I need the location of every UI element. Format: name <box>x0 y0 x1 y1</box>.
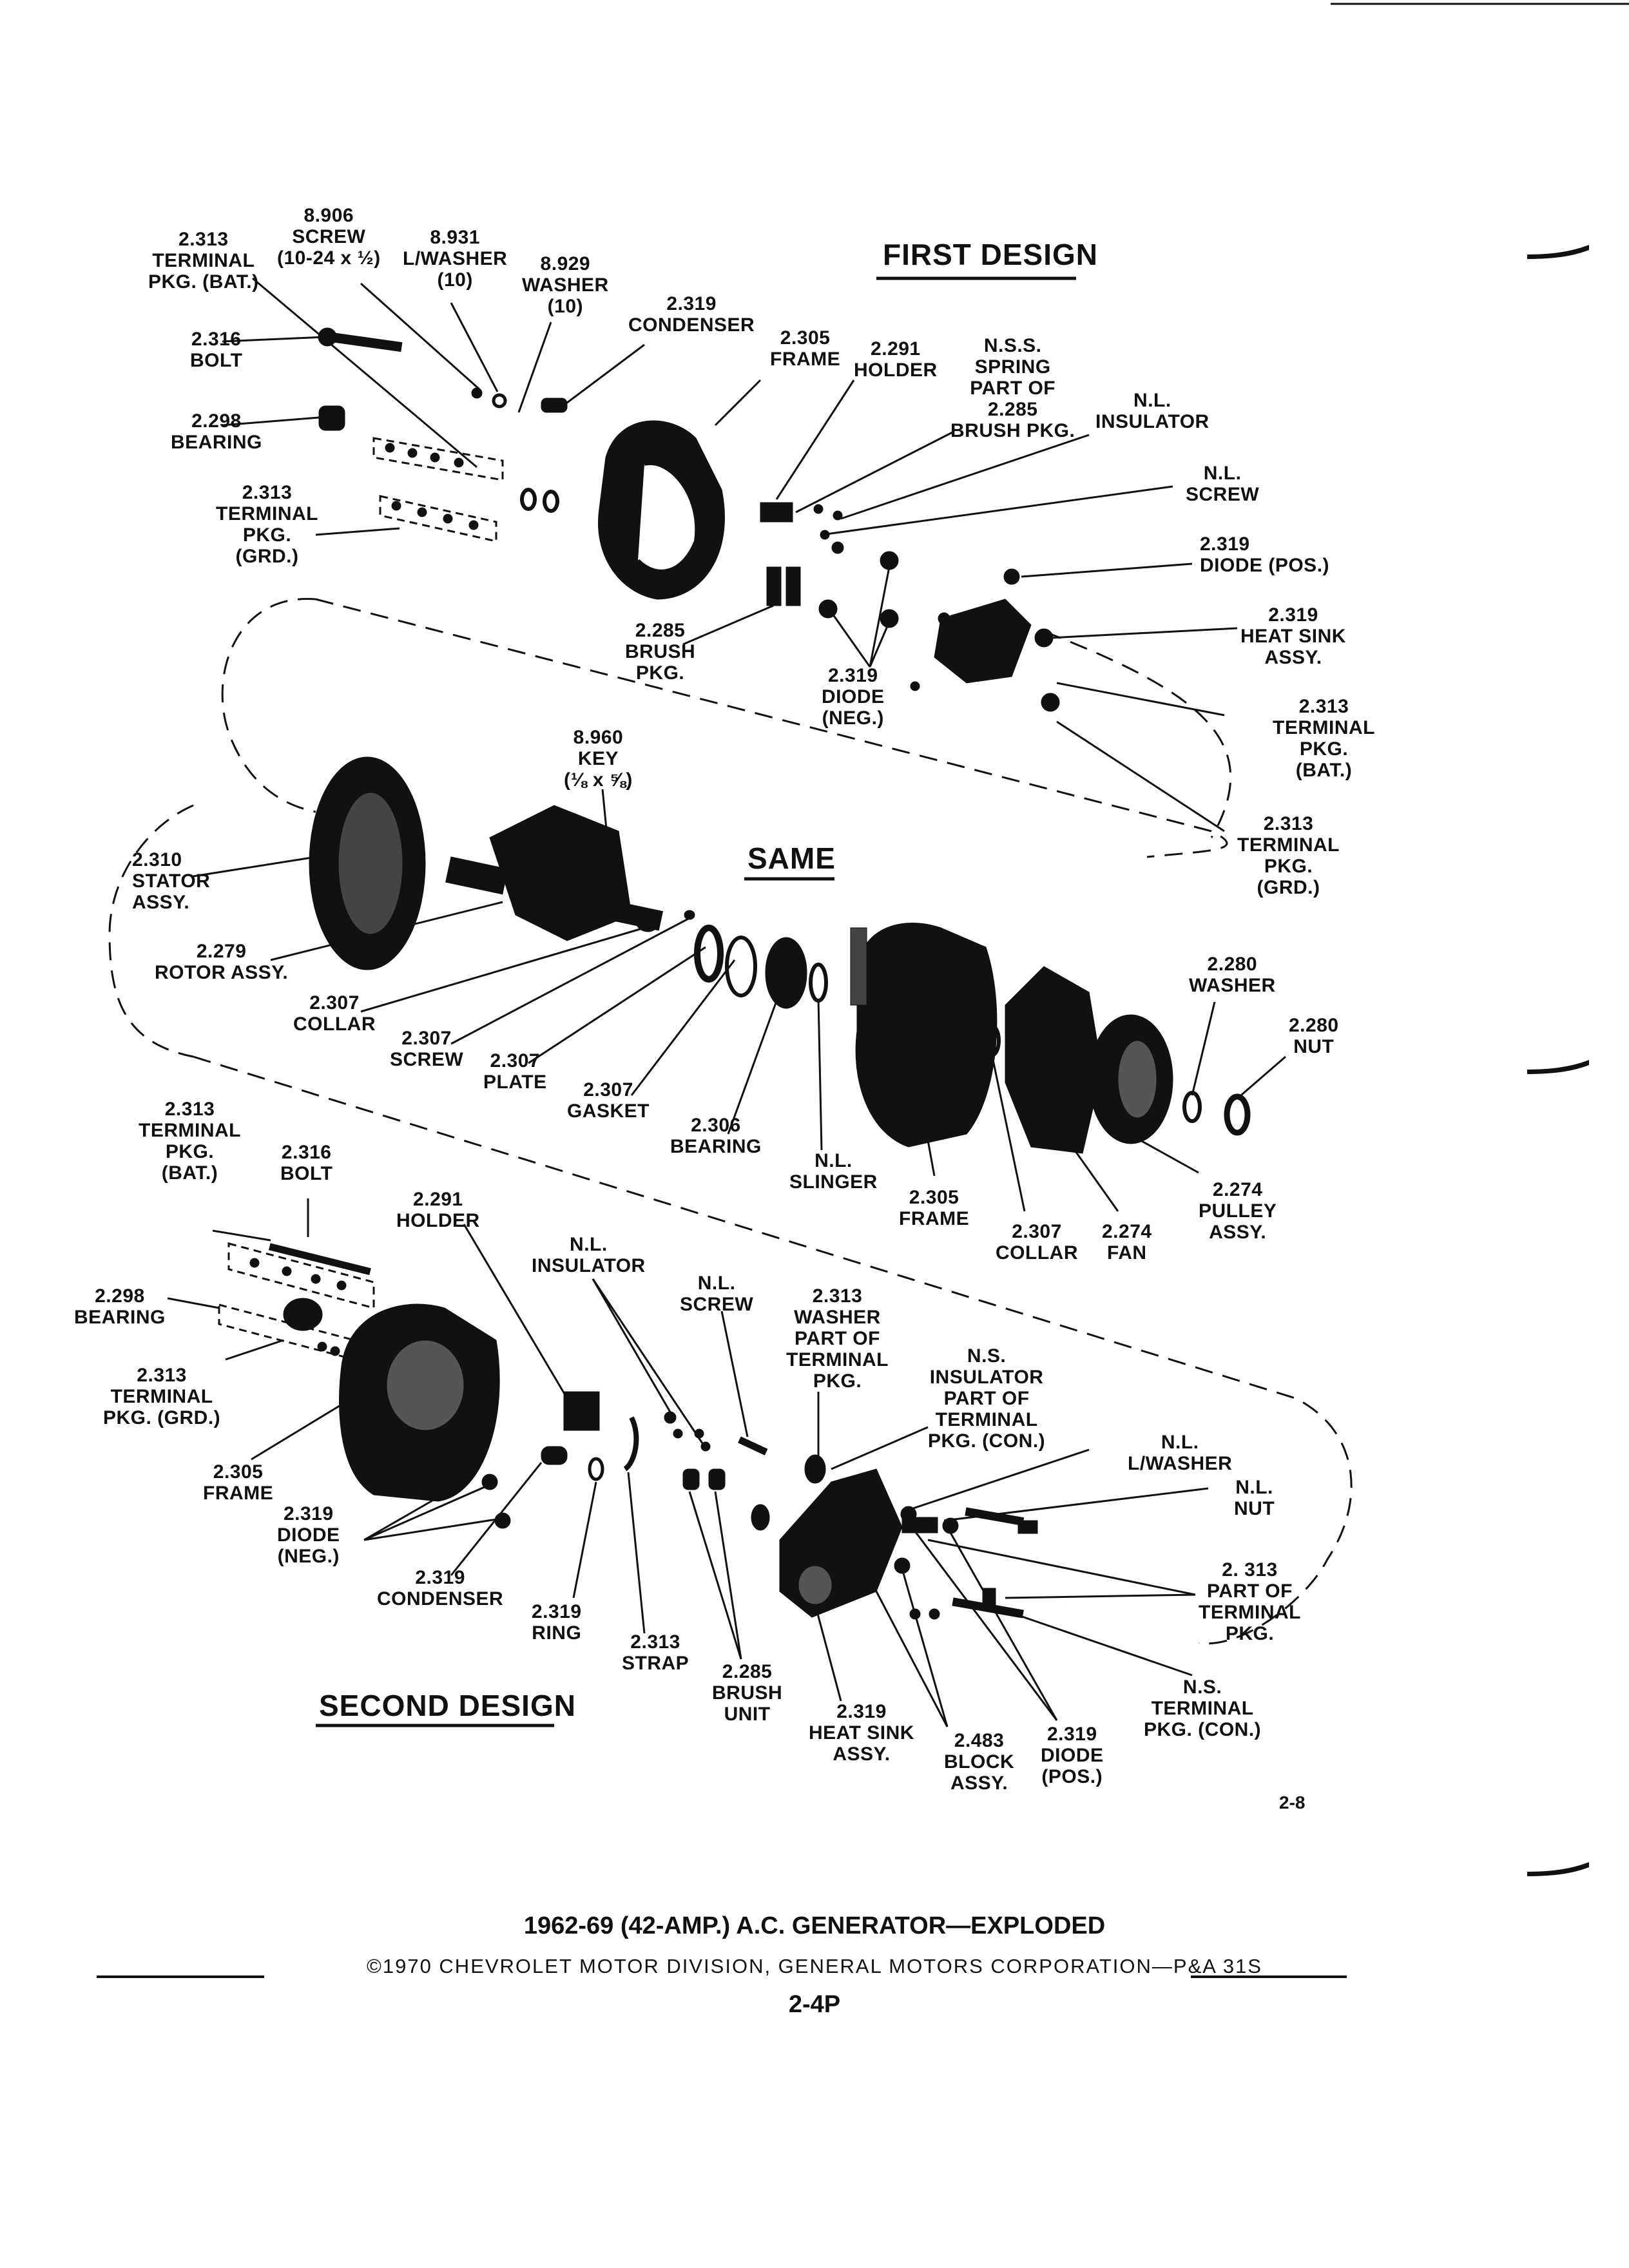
same-heading: SAME <box>747 841 836 875</box>
label-bolt-low: 2.316 BOLT <box>280 1142 333 1184</box>
label-terminal-bat-right: 2.313 TERMINAL PKG. (BAT.) <box>1273 696 1375 781</box>
label-strap: 2.313 STRAP <box>622 1631 689 1674</box>
label-nut-nl: N.L. NUT <box>1234 1477 1275 1519</box>
label-lwasher-nl: N.L. L/WASHER <box>1128 1432 1233 1474</box>
label-block: 2.483 BLOCK ASSY. <box>944 1730 1015 1794</box>
label-key-8960: 8.960 KEY (⅛ x ⅝) <box>564 727 633 791</box>
label-spring-nss: N.S.S. SPRING PART OF 2.285 BRUSH PKG. <box>950 335 1075 441</box>
label-insulator-low: N.L. INSULATOR <box>532 1234 646 1276</box>
label-screw-2307: 2.307 SCREW <box>390 1028 464 1070</box>
label-bearing-low: 2.298 BEARING <box>74 1285 166 1328</box>
first-design-heading: FIRST DESIGN <box>883 238 1099 271</box>
label-diode-neg-top: 2.319 DIODE (NEG.) <box>822 665 885 729</box>
label-washer-terminal: 2.313 WASHER PART OF TERMINAL PKG. <box>786 1285 889 1392</box>
label-brush-pkg-top: 2.285 BRUSH PKG. <box>625 620 696 684</box>
label-screw-nl-low: N.L. SCREW <box>680 1273 754 1315</box>
label-part-of-terminal: 2. 313 PART OF TERMINAL PKG. <box>1199 1559 1301 1644</box>
label-terminal-con: N.S. TERMINAL PKG. (CON.) <box>1144 1677 1262 1740</box>
label-insulator-ns: N.S. INSULATOR PART OF TERMINAL PKG. (CO… <box>928 1345 1046 1452</box>
label-holder-top: 2.291 HOLDER <box>854 338 938 381</box>
label-terminal-grd-right: 2.313 TERMINAL PKG. (GRD.) <box>1237 813 1340 898</box>
label-diode-pos-low: 2.319 DIODE (POS.) <box>1041 1724 1104 1787</box>
label-frame-low: 2.305 FRAME <box>203 1461 274 1504</box>
label-collar-left: 2.307 COLLAR <box>293 992 376 1035</box>
page-number: 2-4P <box>788 1991 841 2018</box>
label-screw-8906: 8.906 SCREW (10-24 x ½) <box>277 205 381 269</box>
label-terminal-bat-top: 2.313 TERMINAL PKG. (BAT.) <box>148 229 259 293</box>
page-reference: 2-8 <box>1279 1792 1306 1812</box>
label-bearing-top: 2.298 BEARING <box>171 410 262 453</box>
label-bearing-2306: 2.306 BEARING <box>670 1115 762 1157</box>
label-brush-unit: 2.285 BRUSH UNIT <box>712 1661 783 1725</box>
figure-title: 1962-69 (42-AMP.) A.C. GENERATOR—EXPLODE… <box>523 1912 1106 1939</box>
label-heat-sink-top: 2.319 HEAT SINK ASSY. <box>1240 604 1346 668</box>
label-stator: 2.310 STATOR ASSY. <box>132 849 211 913</box>
label-collar-right: 2.307 COLLAR <box>996 1221 1078 1264</box>
label-washer-2280: 2.280 WASHER <box>1189 954 1276 996</box>
label-terminal-grd-low: 2.313 TERMINAL PKG. (GRD.) <box>103 1365 221 1428</box>
label-bolt-top: 2.316 BOLT <box>190 329 243 371</box>
label-insulator-top: N.L. INSULATOR <box>1095 390 1210 432</box>
label-terminal-bat-low: 2.313 TERMINAL PKG. (BAT.) <box>139 1099 241 1184</box>
label-fan: 2.274 FAN <box>1102 1221 1152 1264</box>
label-condenser-low: 2.319 CONDENSER <box>377 1567 504 1610</box>
label-holder-low: 2.291 HOLDER <box>396 1189 480 1231</box>
label-slinger: N.L. SLINGER <box>789 1150 878 1193</box>
label-nut-2280: 2.280 NUT <box>1289 1015 1339 1057</box>
label-heat-sink-low: 2.319 HEAT SINK ASSY. <box>809 1701 914 1765</box>
label-ring: 2.319 RING <box>532 1601 582 1644</box>
label-lwasher-8931: 8.931 L/WASHER (10) <box>403 227 508 291</box>
label-pulley: 2.274 PULLEY ASSY. <box>1199 1179 1277 1243</box>
label-terminal-grd-top: 2.313 TERMINAL PKG. (GRD.) <box>216 482 318 567</box>
label-plate-2307: 2.307 PLATE <box>483 1050 547 1093</box>
label-gasket-2307: 2.307 GASKET <box>567 1079 650 1122</box>
label-washer-8929: 8.929 WASHER (10) <box>522 253 609 317</box>
label-diode-pos-top: 2.319 DIODE (POS.) <box>1200 533 1330 576</box>
label-frame-top: 2.305 FRAME <box>770 327 841 370</box>
label-screw-nl-top: N.L. SCREW <box>1186 463 1260 505</box>
second-design-heading: SECOND DESIGN <box>319 1689 576 1722</box>
label-diode-neg-low: 2.319 DIODE (NEG.) <box>277 1503 340 1567</box>
label-frame-mid: 2.305 FRAME <box>899 1187 970 1229</box>
label-condenser-top: 2.319 CONDENSER <box>628 293 755 336</box>
copyright-line: ©1970 CHEVROLET MOTOR DIVISION, GENERAL … <box>367 1955 1262 1977</box>
label-rotor: 2.279 ROTOR ASSY. <box>155 941 289 983</box>
